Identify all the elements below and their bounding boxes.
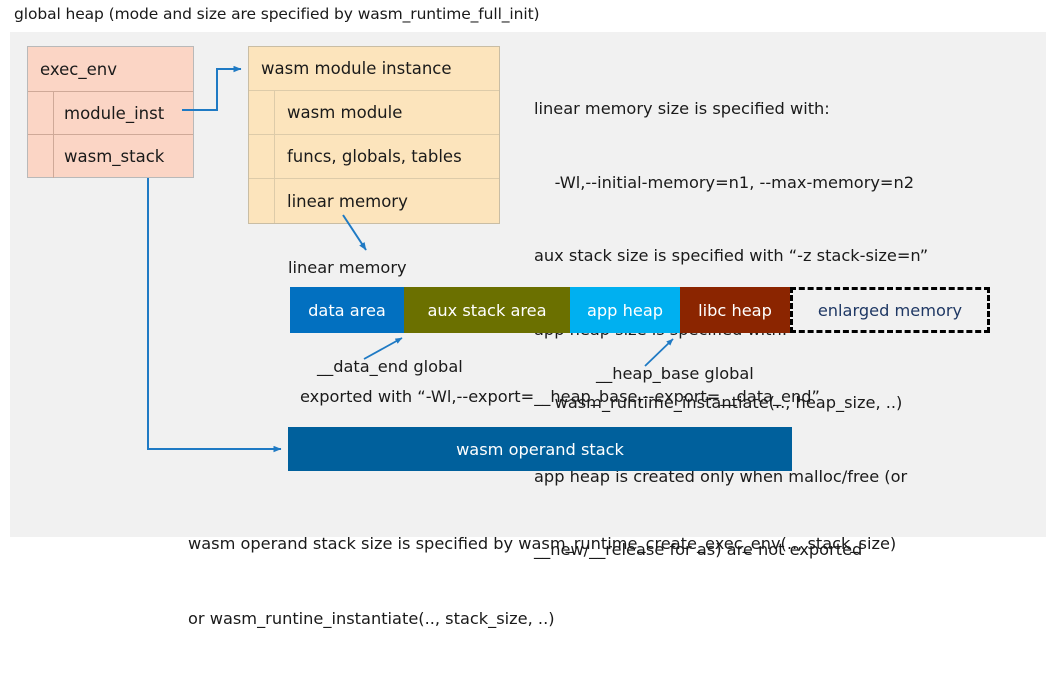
exec-env-field-label: module_inst	[64, 103, 165, 123]
memory-segment-libc-heap: libc heap	[680, 287, 790, 333]
annotation-data-end: __data_end global	[317, 357, 463, 376]
note-line: app heap is created only when malloc/fre…	[534, 466, 908, 486]
wasm-operand-stack-bar: wasm operand stack	[288, 427, 792, 471]
exec-env-gutter	[28, 92, 54, 134]
module-instance-row-label: linear memory	[287, 191, 408, 211]
module-instance-row-linear-memory: linear memory	[249, 179, 499, 223]
operand-stack-notes: wasm operand stack size is specified by …	[188, 481, 896, 681]
note-line: -Wl,--initial-memory=n1, --max-memory=n2	[534, 172, 915, 192]
memory-segment-app-heap: app heap	[570, 287, 680, 333]
page-title: global heap (mode and size are specified…	[14, 5, 540, 23]
bottom-note-line: or wasm_runtine_instantiate(.., stack_si…	[188, 609, 555, 628]
memory-segment-label: app heap	[586, 300, 664, 320]
exec-env-gutter	[28, 135, 54, 178]
annotation-exported-with: exported with “-Wl,--export=__heap_base,…	[300, 387, 820, 406]
exec-env-field-wasm-stack: wasm_stack	[28, 135, 193, 178]
module-instance-gutter	[249, 179, 275, 223]
memory-segment-data-area: data area	[290, 287, 404, 333]
note-line: linear memory size is specified with:	[534, 99, 830, 118]
note-line: wasm_runtime_instantiate(.., heap_size, …	[534, 393, 903, 412]
wasm-operand-stack-label: wasm operand stack	[456, 439, 624, 459]
module-instance-gutter	[249, 91, 275, 134]
module-instance-row-wasm-module: wasm module	[249, 91, 499, 135]
diagram-canvas: global heap (mode and size are specified…	[10, 5, 1046, 628]
linear-memory-label: linear memory	[288, 258, 407, 277]
memory-segment-aux-stack-area: aux stack area	[404, 287, 570, 333]
exec-env-field-module-inst: module_inst	[28, 92, 193, 135]
module-instance-row-funcs-globals-tables: funcs, globals, tables	[249, 135, 499, 179]
module-instance-row-label: wasm module	[287, 103, 403, 122]
memory-segment-label: libc heap	[698, 300, 772, 320]
wasm-module-instance-box: wasm module instance wasm module funcs, …	[248, 46, 500, 224]
memory-segment-label: enlarged memory	[817, 300, 963, 320]
memory-segment-label: data area	[308, 300, 386, 320]
module-instance-row-label: funcs, globals, tables	[287, 147, 462, 166]
linear-memory-bar: data area aux stack area app heap libc h…	[290, 287, 990, 333]
bottom-note-line: wasm operand stack size is specified by …	[188, 534, 897, 553]
note-line: aux stack size is specified with “-z sta…	[534, 246, 929, 265]
exec-env-box: exec_env module_inst wasm_stack	[27, 46, 194, 178]
wasm-module-instance-title: wasm module instance	[249, 47, 499, 91]
exec-env-field-label: wasm_stack	[64, 147, 165, 166]
module-instance-gutter	[249, 135, 275, 178]
memory-segment-label: aux stack area	[427, 300, 547, 320]
memory-segment-enlarged-memory: enlarged memory	[790, 287, 990, 333]
annotation-heap-base: __heap_base global	[596, 364, 754, 383]
exec-env-title: exec_env	[28, 47, 193, 92]
